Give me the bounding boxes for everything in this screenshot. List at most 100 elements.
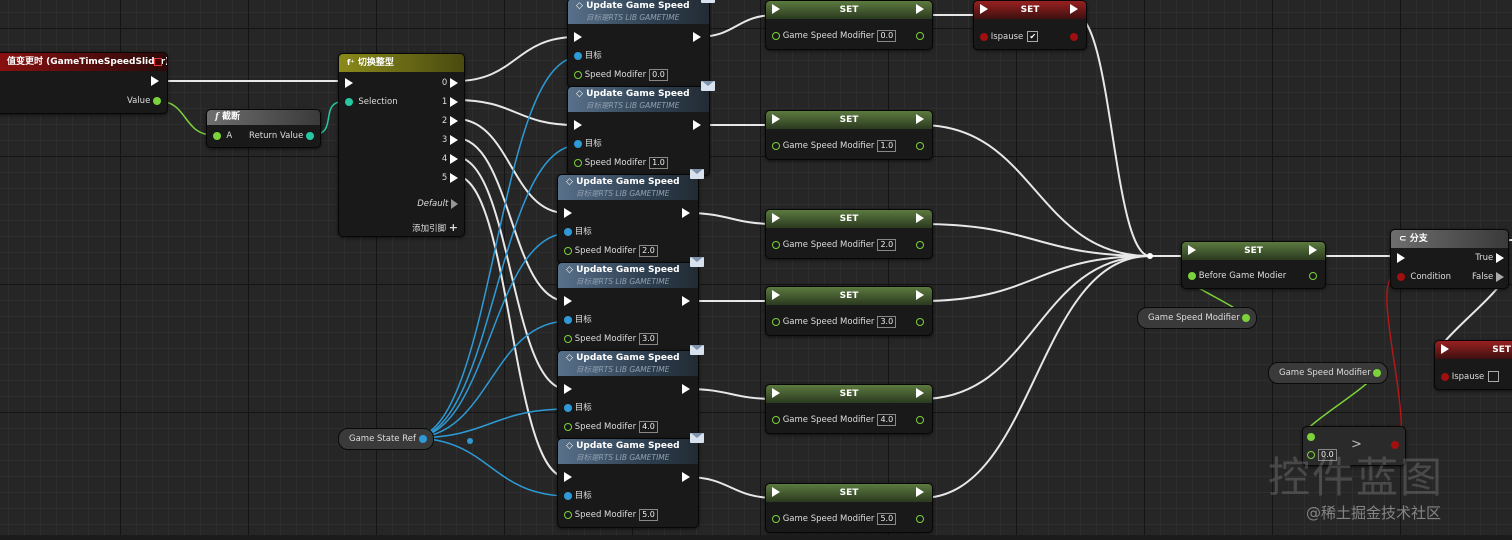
speed-value-box[interactable]: 5.0 [639, 508, 658, 521]
set-before-game-modier-node[interactable]: SET Before Game Modier [1181, 241, 1326, 289]
update-target-pin[interactable]: 目标 [574, 49, 602, 63]
set-value-box[interactable]: 1.0 [877, 139, 897, 152]
branch-node[interactable]: ⊂ 分支 Condition True False [1390, 229, 1509, 289]
greater-than-node[interactable]: 0.0 > [1302, 426, 1406, 466]
update-exec-out[interactable] [682, 206, 690, 220]
set-value-box[interactable]: 2.0 [877, 238, 897, 251]
speed-value-box[interactable]: 3.0 [639, 332, 658, 345]
update-exec-in[interactable] [564, 206, 572, 220]
set-exec-in[interactable] [772, 211, 780, 225]
update-exec-in[interactable] [564, 294, 572, 308]
switch-default-pin[interactable]: Default [417, 197, 458, 211]
set-ispause-exec-in[interactable] [980, 2, 988, 16]
update-exec-out[interactable] [682, 294, 690, 308]
compare-value-box[interactable]: 0.0 [1318, 448, 1337, 461]
speed-value-box[interactable]: 0.0 [649, 68, 668, 81]
set-ispause-right-exec-in[interactable] [1441, 342, 1449, 356]
set-exec-out[interactable] [916, 211, 924, 225]
set-ispause-node-top[interactable]: SET Ispause✔ [973, 0, 1087, 50]
switch-out-5[interactable]: 5 [442, 171, 458, 185]
switch-out-4[interactable]: 4 [442, 152, 458, 166]
set-value-box[interactable]: 3.0 [877, 315, 897, 328]
event-exec-out[interactable] [151, 74, 159, 88]
switch-add-pin-button[interactable]: 添加引脚 + [412, 221, 458, 235]
speed-value-box[interactable]: 4.0 [639, 420, 658, 433]
switch-exec-in[interactable] [345, 76, 353, 90]
set-exec-out[interactable] [916, 112, 924, 126]
update-exec-in[interactable] [574, 30, 582, 44]
get-game-speed-modifier-node[interactable]: Game Speed Modifier [1137, 307, 1258, 329]
update-exec-out[interactable] [693, 30, 701, 44]
compare-input-a[interactable] [1307, 430, 1315, 444]
event-value-pin[interactable]: Value [127, 94, 161, 108]
set-value-box[interactable]: 5.0 [877, 512, 897, 525]
update-exec-in[interactable] [564, 382, 572, 396]
set-exec-out[interactable] [916, 288, 924, 302]
update-target-pin[interactable]: 目标 [564, 313, 592, 327]
truncate-input-pin[interactable]: A [213, 129, 232, 143]
set-before-exec-in[interactable] [1188, 243, 1196, 257]
set-exec-out[interactable] [916, 386, 924, 400]
switch-out-3[interactable]: 3 [442, 133, 458, 147]
switch-int-node[interactable]: f⁺ 切换整型 Selection 0 1 2 3 4 5 Default 添加… [338, 53, 465, 237]
reroute-node[interactable] [1147, 253, 1153, 259]
update-exec-in[interactable] [564, 470, 572, 484]
compare-output[interactable] [1391, 438, 1399, 452]
update-target-pin[interactable]: 目标 [574, 137, 602, 151]
set-before-float-pin[interactable]: Before Game Modier [1188, 269, 1286, 283]
set-exec-in[interactable] [772, 386, 780, 400]
branch-exec-in[interactable] [1397, 251, 1405, 265]
update-target-pin[interactable]: 目标 [564, 225, 592, 239]
set-exec-out[interactable] [916, 485, 924, 499]
update-exec-in[interactable] [574, 118, 582, 132]
truncate-output-pin[interactable]: Return Value [249, 129, 314, 143]
set-ispause-right-bool-pin[interactable]: Ispause [1441, 370, 1500, 384]
switch-selection-pin[interactable]: Selection [345, 95, 398, 109]
get-game-speed-modifier-node-2[interactable]: Game Speed Modifier [1268, 362, 1389, 384]
event-node-value-changed[interactable]: 值变更时 (GameTimeSpeedSlider) Value [0, 52, 168, 114]
switch-out-1[interactable]: 1 [442, 95, 458, 109]
set-exec-in[interactable] [772, 485, 780, 499]
branch-true-pin[interactable]: True [1475, 251, 1504, 265]
ispause-checkbox[interactable]: ✔ [1027, 31, 1039, 42]
branch-false-pin[interactable]: False [1472, 270, 1504, 284]
set-value-box[interactable]: 0.0 [877, 29, 897, 42]
switch-out-0[interactable]: 0 [442, 76, 458, 90]
branch-condition-pin[interactable]: Condition [1397, 270, 1451, 284]
switch-out-2[interactable]: 2 [442, 114, 458, 128]
update-target-pin[interactable]: 目标 [564, 401, 592, 415]
speed-value-box[interactable]: 2.0 [639, 244, 658, 257]
compare-input-b[interactable]: 0.0 [1307, 448, 1337, 462]
speed-value-box[interactable]: 1.0 [649, 156, 668, 169]
ispause-checkbox[interactable] [1488, 371, 1500, 382]
set-ispause-exec-out[interactable] [1070, 2, 1078, 16]
set-ispause-node-right[interactable]: SET Ispause [1434, 340, 1512, 390]
update-target-pin[interactable]: 目标 [564, 489, 592, 503]
get-game-state-ref-node[interactable]: Game State Ref [338, 428, 434, 450]
truncate-node[interactable]: f 截断 A Return Value [206, 109, 321, 148]
set-ispause-bool-pin[interactable]: Ispause✔ [980, 30, 1039, 44]
set-value-box[interactable]: 4.0 [877, 413, 897, 426]
